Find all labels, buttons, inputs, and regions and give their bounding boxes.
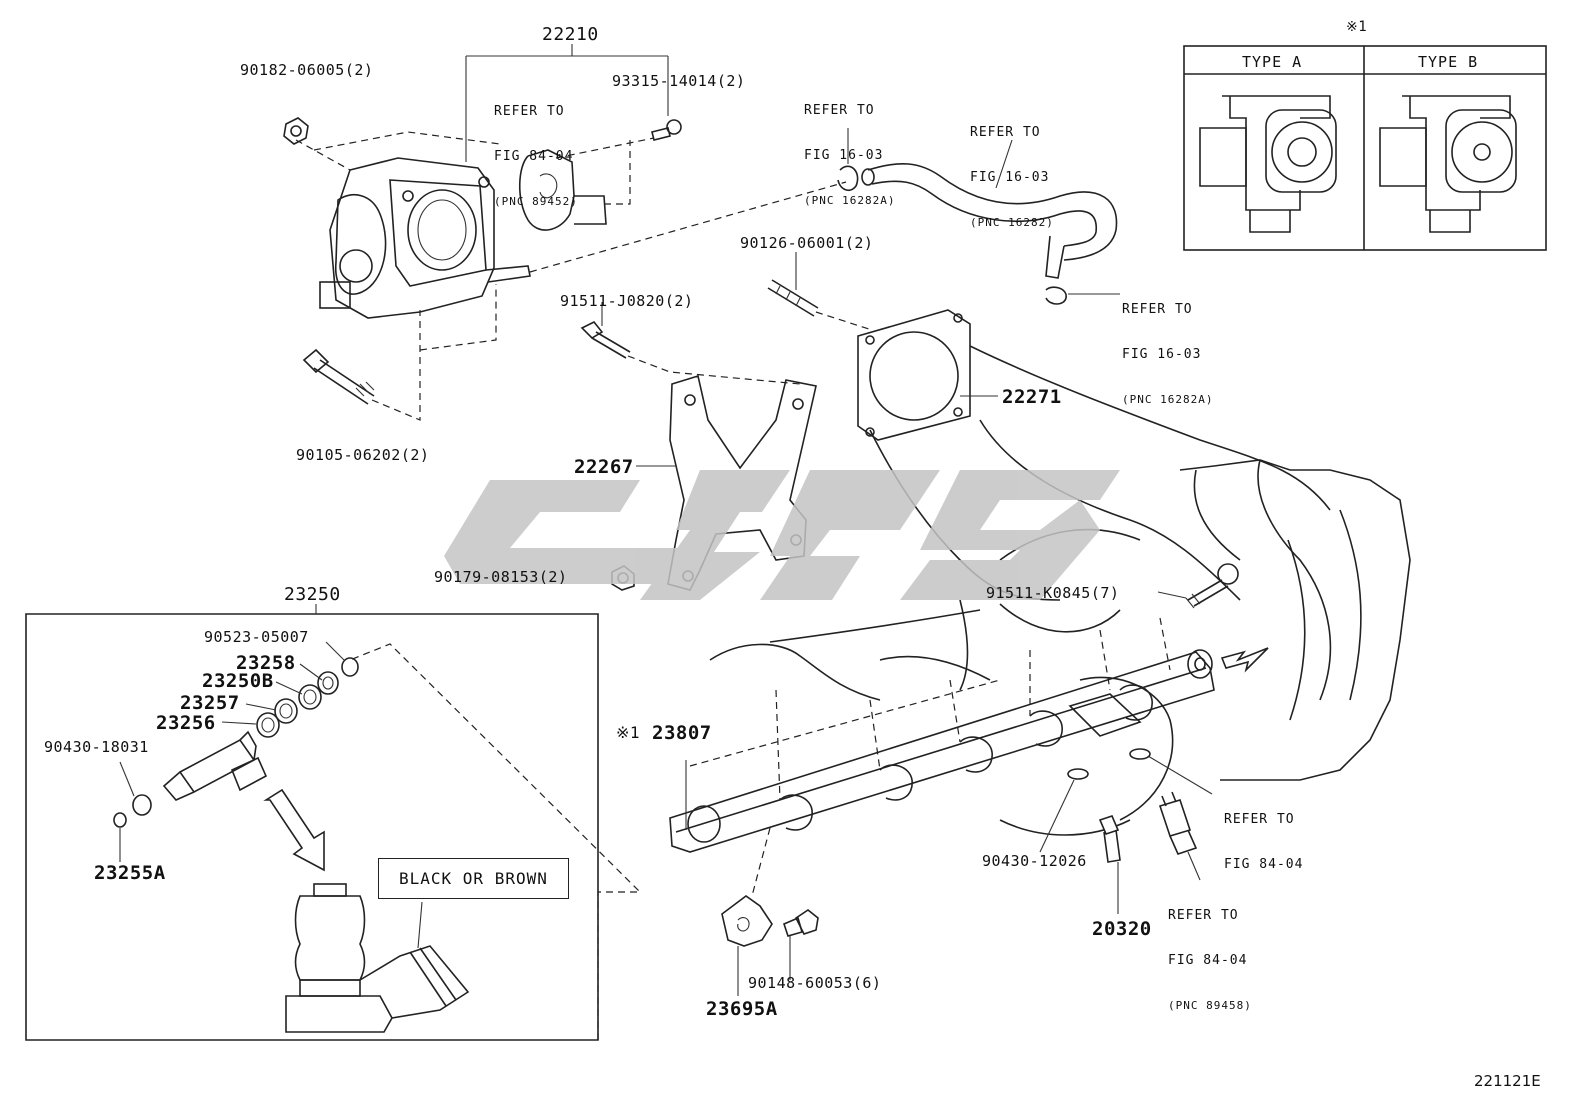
- injector-closeup-drawing: [285, 883, 470, 1033]
- reference-text: REFER TO: [1168, 908, 1239, 923]
- label-23250: 23250: [284, 584, 341, 605]
- reference-text: REFER TO: [494, 104, 565, 119]
- inset-type-b-label: TYPE B: [1418, 53, 1479, 71]
- label-23695a: 23695A: [706, 998, 778, 1020]
- reference-text: REFER TO: [1224, 812, 1295, 827]
- large-arrow-icon: [263, 788, 325, 872]
- inset-mark: ※1: [1346, 19, 1368, 35]
- label-93315-14014: 93315-14014(2): [612, 72, 746, 90]
- brand-watermark-graphic-icon: [444, 470, 1120, 600]
- inset-type-a-label: TYPE A: [1242, 53, 1303, 71]
- bolt-90105-drawing: [302, 348, 375, 405]
- air-hose-16282-drawing: [861, 139, 1118, 279]
- stud-90126-drawing: [767, 252, 873, 331]
- inset-type-box: [1183, 45, 1547, 251]
- label-23807: 23807: [652, 722, 712, 744]
- label-90148-60053: 90148-60053(6): [748, 974, 882, 992]
- label-90430-12026: 90430-12026: [982, 852, 1087, 870]
- label-90430-18031: 90430-18031: [44, 738, 149, 756]
- injector-parts-drawing: [113, 657, 359, 862]
- label-90523-05007: 90523-05007: [204, 628, 309, 646]
- hose-clamp-2-drawing: [1045, 286, 1120, 305]
- fuel-pressure-sensor-drawing: [1158, 791, 1201, 881]
- callout-bracket-22210: [465, 44, 669, 162]
- figure-code: 221121E: [1474, 1072, 1541, 1090]
- injector-leaders: [221, 641, 345, 725]
- reference-text: FIG 84-04: [494, 149, 574, 164]
- reference-pnc: (PNC 89452): [494, 195, 578, 208]
- reference-text: FIG 84-04: [1224, 857, 1304, 872]
- hose-clamp-drawing: [837, 128, 859, 192]
- reference-text: REFER TO: [804, 103, 875, 118]
- label-20320: 20320: [1092, 918, 1152, 940]
- o-ring-90430-12026-drawing: [1039, 748, 1213, 853]
- throttle-dashed-leaders: [295, 131, 847, 421]
- bolt-91511-k0845-drawing: [1157, 563, 1239, 609]
- label-23257: 23257: [180, 692, 240, 714]
- reference-pnc: (PNC 16282): [970, 216, 1054, 229]
- label-23258: 23258: [236, 652, 296, 674]
- injector-assembly-box: [25, 604, 642, 1041]
- label-22210: 22210: [542, 24, 599, 45]
- nut-90182-drawing: [283, 117, 309, 145]
- reference-pnc: (PNC 16282A): [1122, 393, 1214, 406]
- reference-text: REFER TO: [1122, 302, 1193, 317]
- pulsation-damper-20320-drawing: [1098, 815, 1121, 914]
- bolt-90148-drawing: [783, 909, 819, 980]
- screw-93315-drawing: [651, 119, 682, 141]
- label-22271: 22271: [1002, 386, 1062, 408]
- reference-fig-16-03-a: REFER TO FIG 16-03 (PNC 16282A): [804, 73, 895, 238]
- reference-fig-16-03-c: REFER TO FIG 16-03 (PNC 16282A): [1122, 272, 1213, 437]
- flow-arrow-icon: [1220, 647, 1269, 673]
- reference-fig-84-04-a: REFER TO FIG 84-04 (PNC 89452): [494, 74, 578, 239]
- label-23256: 23256: [156, 712, 216, 734]
- label-23807-mark: ※1: [616, 723, 641, 742]
- reference-text: FIG 16-03: [1122, 347, 1202, 362]
- bolt-91511-j0820-drawing: [580, 302, 801, 385]
- reference-text: FIG 84-04: [1168, 953, 1248, 968]
- label-90182-06005: 90182-06005(2): [240, 61, 374, 79]
- reference-text: FIG 16-03: [804, 148, 884, 163]
- label-23250b: 23250B: [202, 670, 274, 692]
- reference-text: REFER TO: [970, 125, 1041, 140]
- label-22267: 22267: [574, 456, 634, 478]
- type-b-idle-valve-drawing: [1379, 95, 1517, 233]
- label-90126-06001: 90126-06001(2): [740, 234, 874, 252]
- gasket-22271-drawing: [857, 309, 998, 441]
- reference-pnc: (PNC 89458): [1168, 999, 1252, 1012]
- label-90179-08153: 90179-08153(2): [434, 568, 568, 586]
- throttle-position-sensor-drawing: [518, 149, 607, 231]
- label-91511-k0845: 91511-K0845(7): [986, 584, 1120, 602]
- label-91511-j0820: 91511-J0820(2): [560, 292, 694, 310]
- reference-fig-84-04-b: REFER TO FIG 84-04: [1224, 782, 1303, 902]
- throttle-body-drawing: [319, 157, 531, 319]
- reference-text: FIG 16-03: [970, 170, 1050, 185]
- reference-fig-84-04-c: REFER TO FIG 84-04 (PNC 89458): [1168, 878, 1252, 1043]
- reference-pnc: (PNC 16282A): [804, 194, 896, 207]
- insulator-23695a-drawing: [721, 827, 773, 996]
- label-90105-06202: 90105-06202(2): [296, 446, 430, 464]
- note-black-or-brown: BLACK OR BROWN: [378, 858, 569, 899]
- fuel-delivery-pipe-drawing: [669, 617, 1215, 853]
- label-23255a: 23255A: [94, 862, 166, 884]
- type-a-idle-valve-drawing: [1199, 95, 1337, 233]
- reference-fig-16-03-b: REFER TO FIG 16-03 (PNC 16282): [970, 95, 1054, 260]
